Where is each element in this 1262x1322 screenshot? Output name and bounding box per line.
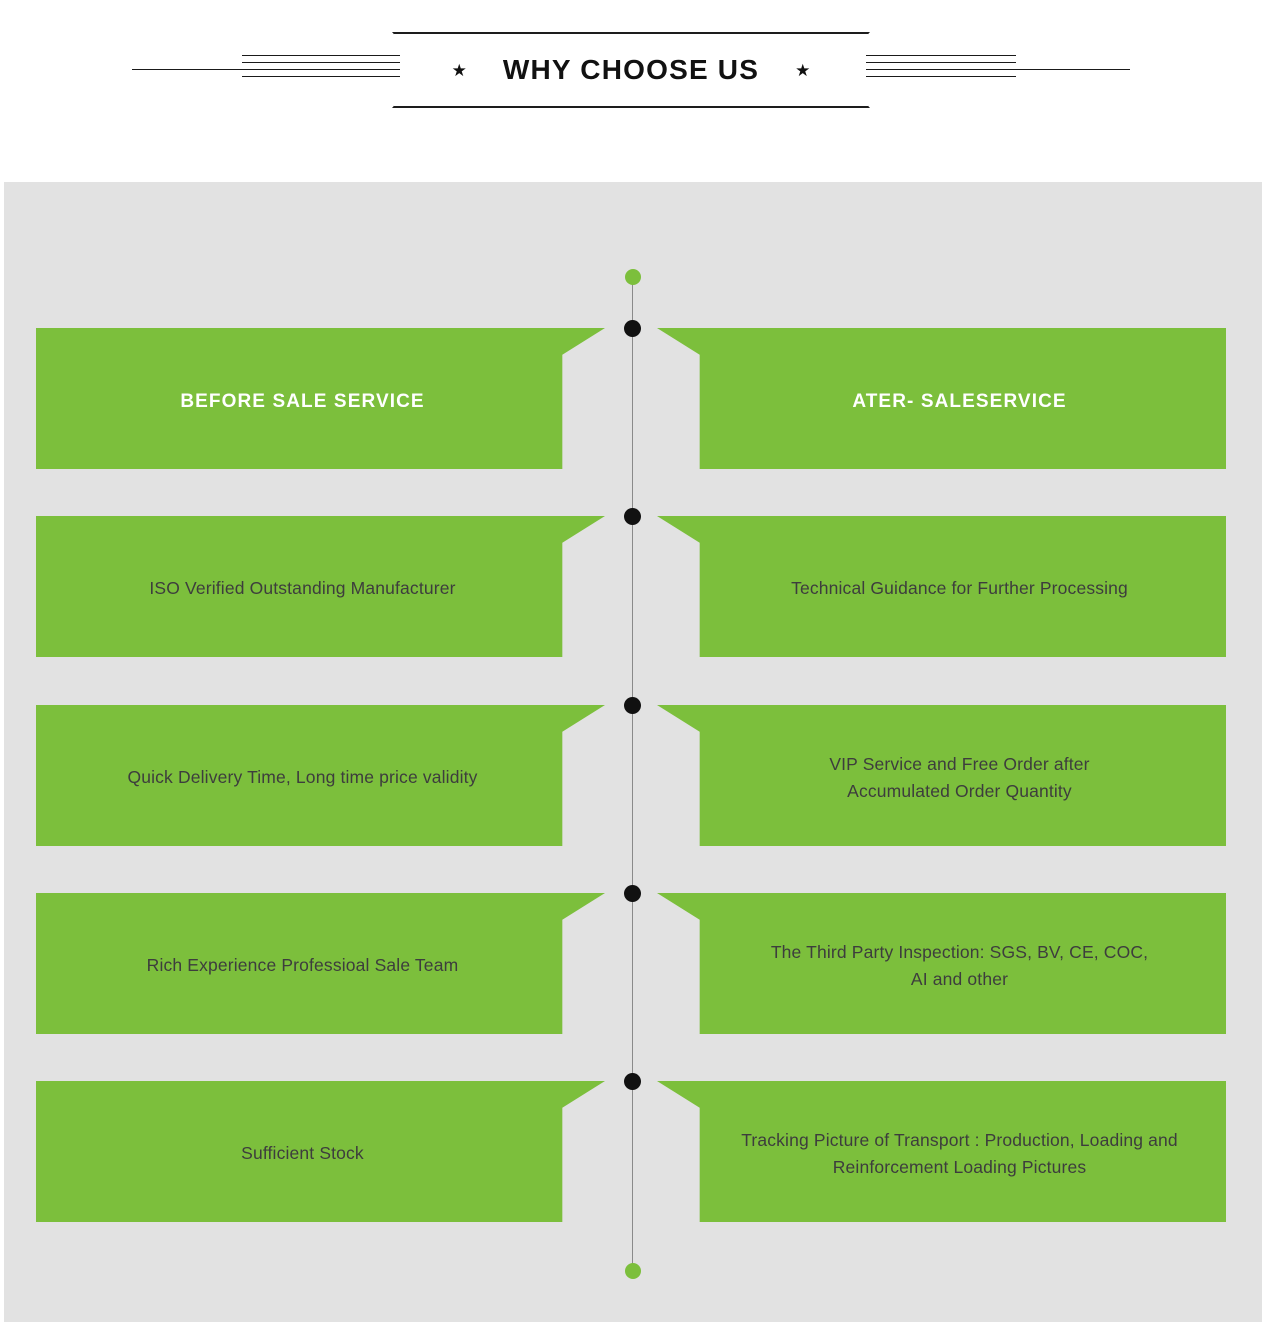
before-sale-heading-label: BEFORE SALE SERVICE: [180, 391, 425, 413]
timeline-node-3: [624, 697, 641, 714]
decorative-rule-right: [866, 52, 1130, 88]
after-sale-item-2-label: VIP Service and Free Order after Accumul…: [829, 754, 1090, 801]
service-row-3: Quick Delivery Time, Long time price val…: [0, 705, 1262, 846]
before-sale-item-4-label: Sufficient Stock: [241, 1143, 364, 1164]
before-sale-item-2-card[interactable]: Quick Delivery Time, Long time price val…: [36, 705, 605, 846]
before-sale-item-1-card[interactable]: ISO Verified Outstanding Manufacturer: [36, 516, 605, 657]
service-row-4: Rich Experience Professioal Sale Team Th…: [0, 893, 1262, 1034]
after-sale-item-3-card[interactable]: The Third Party Inspection: SGS, BV, CE,…: [657, 893, 1226, 1034]
timeline-node-4: [624, 885, 641, 902]
before-sale-item-3-card[interactable]: Rich Experience Professioal Sale Team: [36, 893, 605, 1034]
after-sale-heading-card[interactable]: ATER- SALESERVICE: [657, 328, 1226, 469]
after-sale-item-4-card[interactable]: Tracking Picture of Transport : Producti…: [657, 1081, 1226, 1222]
header-band: ★ WHY CHOOSE US ★: [0, 0, 1262, 182]
timeline-bottom-marker: [625, 1263, 641, 1279]
before-sale-item-3-label: Rich Experience Professioal Sale Team: [146, 955, 459, 976]
stage-left-edge: [0, 182, 4, 1322]
before-sale-item-2-label: Quick Delivery Time, Long time price val…: [127, 767, 478, 788]
timeline-node-1: [624, 320, 641, 337]
service-row-1: BEFORE SALE SERVICE ATER- SALESERVICE: [0, 328, 1262, 469]
before-sale-item-1-label: ISO Verified Outstanding Manufacturer: [149, 578, 456, 599]
after-sale-heading-label: ATER- SALESERVICE: [852, 391, 1067, 413]
service-row-2: ISO Verified Outstanding Manufacturer Te…: [0, 516, 1262, 657]
before-sale-heading-card[interactable]: BEFORE SALE SERVICE: [36, 328, 605, 469]
after-sale-item-3-label: The Third Party Inspection: SGS, BV, CE,…: [770, 942, 1149, 989]
timeline-top-marker: [625, 269, 641, 285]
after-sale-item-1-label: Technical Guidance for Further Processin…: [791, 578, 1128, 599]
after-sale-item-1-card[interactable]: Technical Guidance for Further Processin…: [657, 516, 1226, 657]
service-row-5: Sufficient Stock Tracking Picture of Tra…: [0, 1081, 1262, 1222]
after-sale-item-4-label: Tracking Picture of Transport : Producti…: [741, 1130, 1178, 1177]
timeline-spine: [632, 277, 633, 1273]
timeline-node-5: [624, 1073, 641, 1090]
after-sale-item-2-card[interactable]: VIP Service and Free Order after Accumul…: [657, 705, 1226, 846]
before-sale-item-4-card[interactable]: Sufficient Stock: [36, 1081, 605, 1222]
title-ribbon: [392, 32, 870, 108]
decorative-rule-left: [132, 52, 400, 88]
timeline-node-2: [624, 508, 641, 525]
